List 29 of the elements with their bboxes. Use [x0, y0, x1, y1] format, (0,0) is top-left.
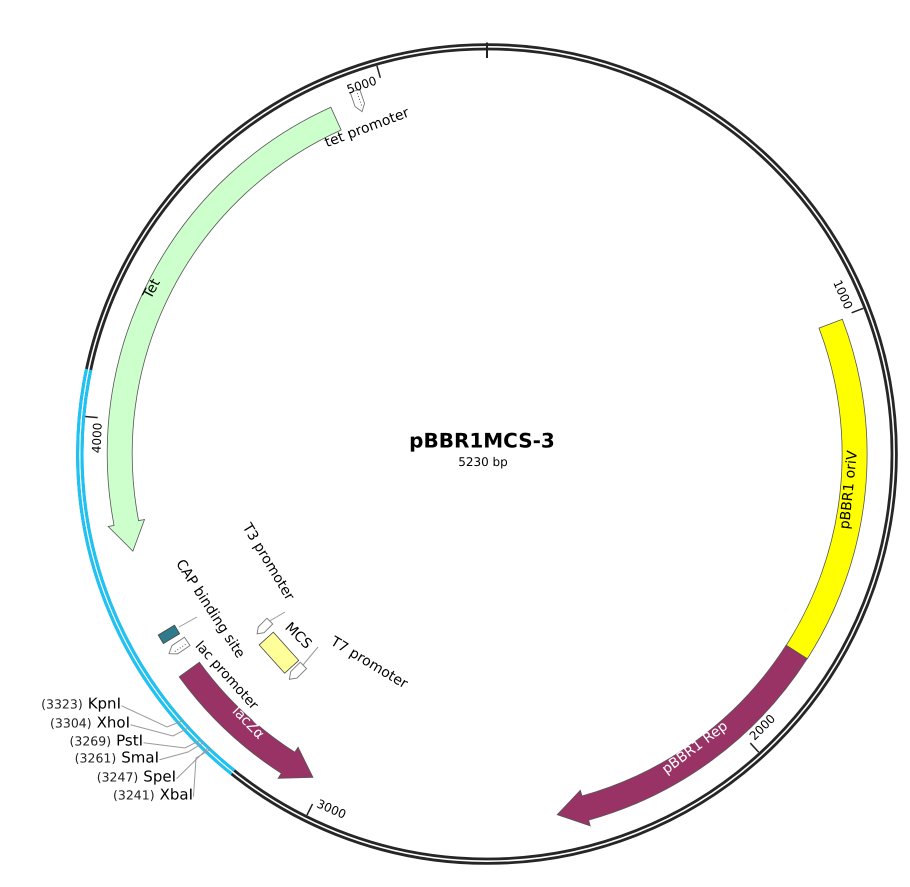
- leader-line: [193, 748, 212, 798]
- enzyme-name: XhoI: [96, 714, 130, 732]
- site-position: (3304): [50, 716, 92, 731]
- enzyme-name: SmaI: [121, 749, 159, 767]
- leader-line: [130, 724, 190, 737]
- site-position: (3247): [96, 770, 138, 785]
- leader-line: [176, 746, 210, 780]
- leader-line: [159, 742, 205, 760]
- plasmid-size: 5230 bp: [458, 456, 508, 470]
- tick-label: 3000: [314, 798, 348, 823]
- site-position: (3323): [41, 697, 83, 712]
- tick-label: 4000: [90, 422, 106, 454]
- leader-line: [302, 646, 318, 666]
- enzyme-name: KpnI: [88, 695, 121, 713]
- enzyme-name: XbaI: [160, 786, 193, 804]
- site-position: (3261): [74, 751, 116, 766]
- site-position: (3269): [70, 734, 112, 749]
- enzyme-name: PstI: [116, 732, 143, 750]
- leader-line: [143, 739, 202, 749]
- leader-line: [178, 616, 198, 628]
- enzyme-name: SpeI: [143, 768, 176, 786]
- leader-line: [268, 612, 286, 622]
- feature-label: Tet: [140, 276, 164, 302]
- leader-line: [121, 705, 184, 728]
- site-position: (3241): [113, 788, 155, 803]
- plasmid-name: pBBR1MCS-3: [409, 430, 555, 452]
- tick-label: 1000: [830, 278, 855, 312]
- feature-label: pBBR1 oriV: [836, 450, 862, 530]
- tick-label: 5000: [345, 74, 379, 98]
